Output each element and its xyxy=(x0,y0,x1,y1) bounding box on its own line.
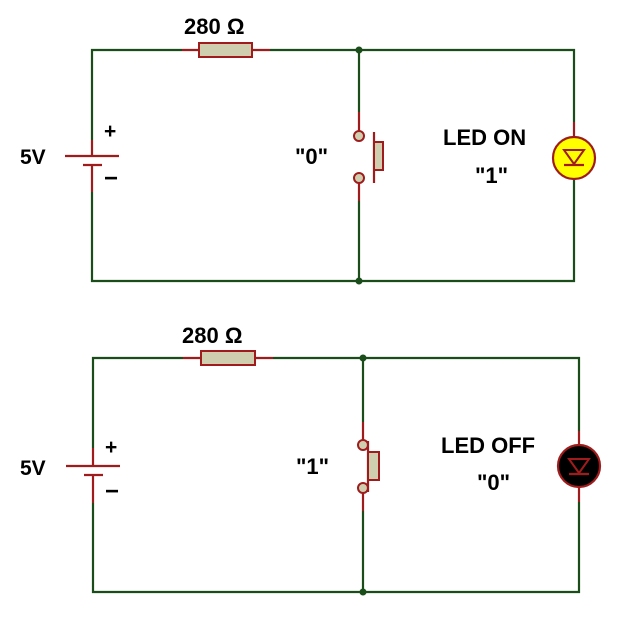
led-on-icon xyxy=(551,122,597,181)
junction-dot xyxy=(359,588,367,596)
resistor xyxy=(182,42,270,58)
battery-plus: + xyxy=(104,120,116,143)
circuit-led-off: 280 Ω 5V + − "1" LED OFF "0" xyxy=(20,323,602,596)
wire-top-right xyxy=(273,356,581,431)
wire-bottom-left xyxy=(91,502,581,594)
switch-label: "1" xyxy=(296,454,329,479)
switch-label: "0" xyxy=(295,144,328,169)
battery-minus: − xyxy=(104,165,118,192)
wire-bottom-left xyxy=(90,180,576,283)
junction-dot xyxy=(355,46,363,54)
push-button-switch[interactable] xyxy=(353,112,384,201)
battery-minus: − xyxy=(105,478,119,505)
battery-label: 5V xyxy=(20,146,46,169)
junction-dot xyxy=(359,354,367,362)
battery-icon xyxy=(66,448,120,503)
led-off-icon xyxy=(556,431,602,502)
push-button-switch[interactable] xyxy=(357,422,380,511)
circuit-led-on: 280 Ω 5V + − "0" LED ON "1" xyxy=(20,14,597,285)
wire-top-left xyxy=(91,356,183,448)
resistor-label: 280 Ω xyxy=(182,323,242,348)
led-state-label: LED OFF xyxy=(441,433,535,458)
led-value-label: "1" xyxy=(475,163,508,188)
battery-label: 5V xyxy=(20,457,46,480)
led-state-label: LED ON xyxy=(443,125,526,150)
led-value-label: "0" xyxy=(477,470,510,495)
battery-icon xyxy=(65,140,119,192)
wire-top-right xyxy=(270,48,576,122)
resistor-label: 280 Ω xyxy=(184,14,244,39)
junction-dot xyxy=(355,277,363,285)
wire-top-left xyxy=(90,48,182,140)
battery-plus: + xyxy=(105,436,117,459)
resistor xyxy=(183,350,273,366)
